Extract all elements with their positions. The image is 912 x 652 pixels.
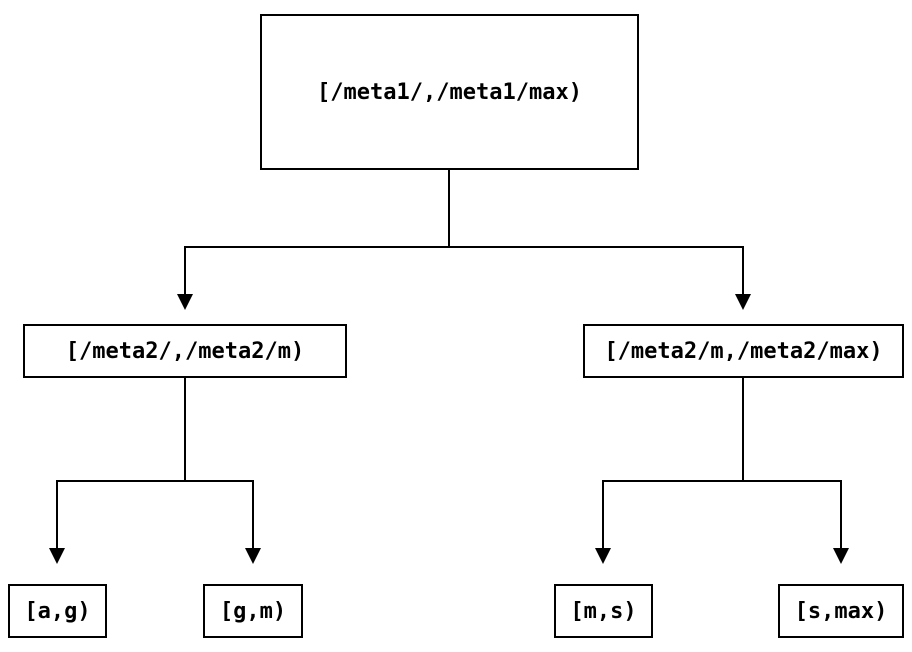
edge-root-drop-left (184, 246, 186, 294)
arrowhead-down-icon (735, 294, 751, 310)
arrowhead-down-icon (177, 294, 193, 310)
arrowhead-down-icon (595, 548, 611, 564)
edge-left-trunk (184, 378, 186, 482)
edge-root-drop-right (742, 246, 744, 294)
edge-right-trunk (742, 378, 744, 482)
edge-left-drop-gm (252, 480, 254, 548)
edge-right-drop-ms (602, 480, 604, 548)
node-meta2-low: [/meta2/,/meta2/m) (23, 324, 347, 378)
node-leaf-g-m: [g,m) (203, 584, 303, 638)
arrowhead-down-icon (833, 548, 849, 564)
node-leaf-a-g: [a,g) (8, 584, 107, 638)
arrowhead-down-icon (49, 548, 65, 564)
edge-root-branch-rail (184, 246, 744, 248)
node-leaf-m-s: [m,s) (554, 584, 653, 638)
edge-right-drop-smax (840, 480, 842, 548)
edge-left-branch-rail (56, 480, 254, 482)
node-root: [/meta1/,/meta1/max) (260, 14, 639, 170)
node-leaf-s-max: [s,max) (778, 584, 904, 638)
edge-right-branch-rail (602, 480, 842, 482)
edge-left-drop-ag (56, 480, 58, 548)
node-meta2-high: [/meta2/m,/meta2/max) (583, 324, 904, 378)
edge-root-trunk (448, 170, 450, 248)
arrowhead-down-icon (245, 548, 261, 564)
